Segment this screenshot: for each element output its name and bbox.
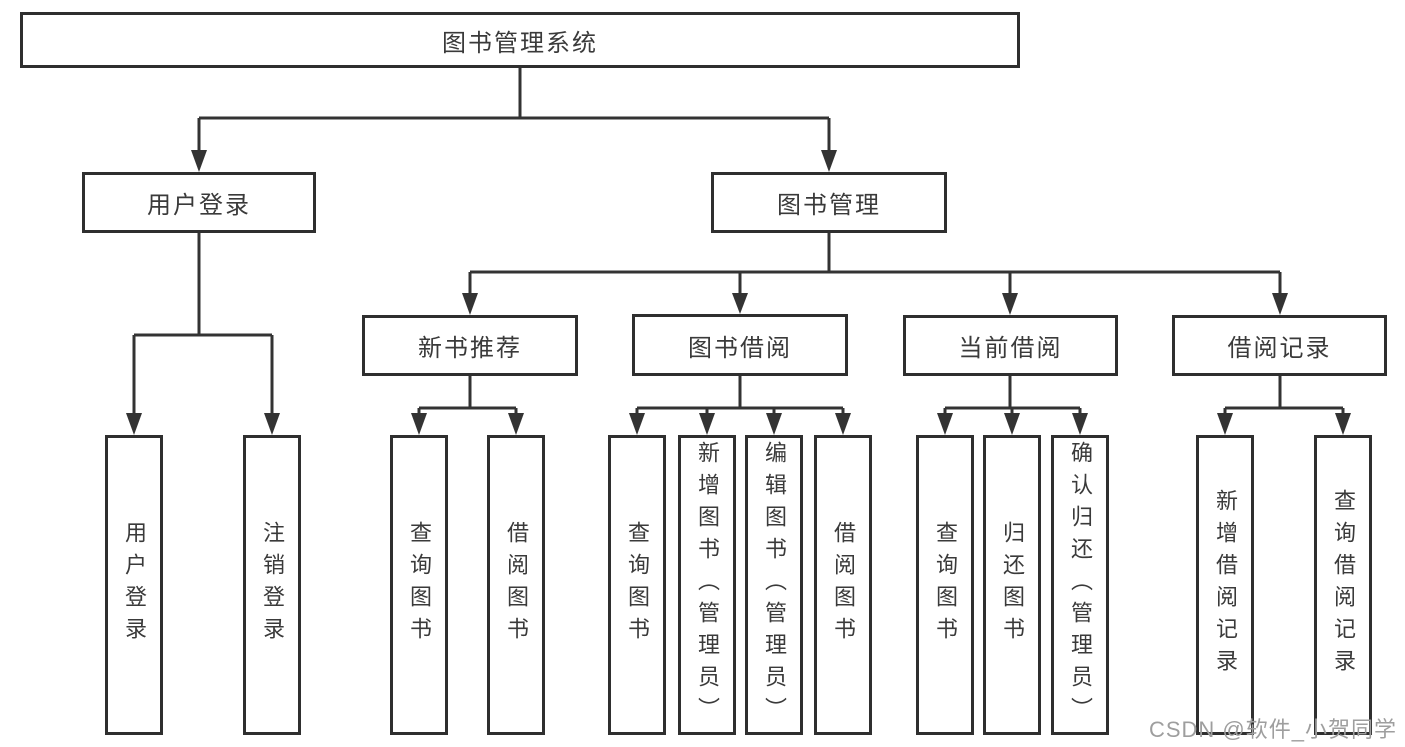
connector-user-login-to-leaves xyxy=(126,233,280,435)
leaf-label: 新增图书（管理员） xyxy=(695,441,720,729)
leaf-label: 确认归还（管理员） xyxy=(1068,441,1093,729)
leaf-query-borrow-record: 查询借阅记录 xyxy=(1314,435,1372,735)
leaf-user-login: 用户登录 xyxy=(105,435,163,735)
leaf-logout: 注销登录 xyxy=(243,435,301,735)
leaf-label: 借阅图书 xyxy=(504,521,529,649)
leaf-label: 查询图书 xyxy=(933,521,958,649)
leaf-query-book-current: 查询图书 xyxy=(916,435,974,735)
leaf-query-book-recommend: 查询图书 xyxy=(390,435,448,735)
connector-root-to-level2 xyxy=(191,68,837,172)
connector-new-book-recommend-to-leaves xyxy=(411,376,524,435)
leaf-label: 编辑图书（管理员） xyxy=(762,441,787,729)
leaf-label: 查询图书 xyxy=(625,521,650,649)
node-book-management: 图书管理 xyxy=(711,172,947,233)
node-root-library-system: 图书管理系统 xyxy=(20,12,1020,68)
node-user-login: 用户登录 xyxy=(82,172,316,233)
leaf-borrow-book-recommend: 借阅图书 xyxy=(487,435,545,735)
node-new-book-recommend: 新书推荐 xyxy=(362,315,578,376)
leaf-query-book-borrow: 查询图书 xyxy=(608,435,666,735)
node-borrow-record: 借阅记录 xyxy=(1172,315,1387,376)
leaf-borrow-book: 借阅图书 xyxy=(814,435,872,735)
csdn-watermark: CSDN @软件_小贺同学 xyxy=(1148,717,1397,742)
leaf-label: 注销登录 xyxy=(260,521,285,649)
leaf-label: 用户登录 xyxy=(122,521,147,649)
leaf-label: 查询借阅记录 xyxy=(1331,489,1356,681)
leaf-label: 归还图书 xyxy=(1000,521,1025,649)
leaf-edit-book-admin: 编辑图书（管理员） xyxy=(745,435,803,735)
leaf-label: 查询图书 xyxy=(407,521,432,649)
leaf-add-borrow-record: 新增借阅记录 xyxy=(1196,435,1254,735)
leaf-return-book: 归还图书 xyxy=(983,435,1041,735)
leaf-label: 借阅图书 xyxy=(831,521,856,649)
node-book-borrow: 图书借阅 xyxy=(632,314,848,376)
connector-book-management-to-level3 xyxy=(462,233,1288,315)
connector-borrow-record-to-leaves xyxy=(1217,376,1351,435)
leaf-confirm-return-admin: 确认归还（管理员） xyxy=(1051,435,1109,735)
connector-current-borrow-to-leaves xyxy=(937,376,1088,435)
connector-book-borrow-to-leaves xyxy=(629,376,851,435)
node-current-borrow: 当前借阅 xyxy=(903,315,1118,376)
leaf-add-book-admin: 新增图书（管理员） xyxy=(678,435,736,735)
leaf-label: 新增借阅记录 xyxy=(1213,489,1238,681)
